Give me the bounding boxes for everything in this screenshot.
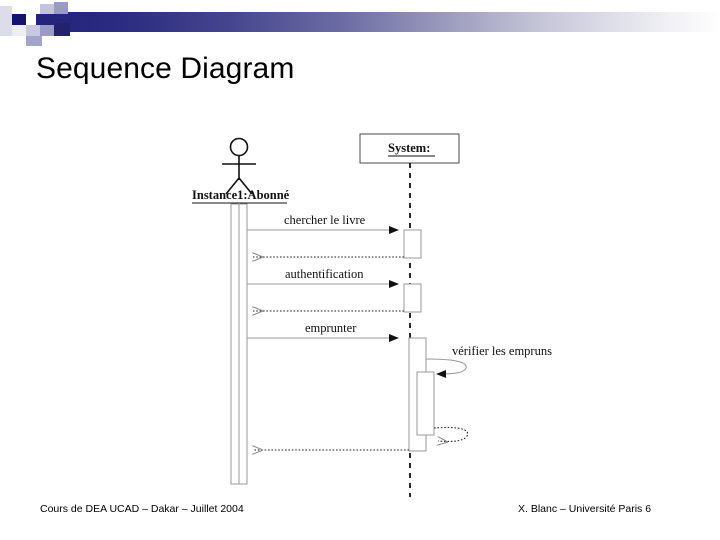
- deco-square-pale-1: [12, 25, 26, 36]
- footer-left-text: Cours de DEA UCAD – Dakar – Juillet 2004: [40, 503, 244, 515]
- deco-square-mid-3: [26, 25, 40, 36]
- self-call-arrow-verifier: [425, 358, 467, 378]
- message-label-emprunter: emprunter: [305, 321, 357, 335]
- deco-square-mid-2: [54, 2, 68, 14]
- header-decoration: [0, 0, 720, 48]
- header-gradient-bar: [36, 12, 720, 32]
- activation-system-1: [403, 229, 422, 259]
- deco-square-mid-5: [26, 36, 42, 46]
- message-label-verifier-les-empruns: vérifier les empruns: [452, 344, 552, 358]
- message-label-authentification: authentification: [285, 267, 364, 281]
- deco-square-mid-4: [40, 25, 54, 36]
- page-title: Sequence Diagram: [36, 52, 295, 85]
- deco-square-dark-small: [12, 14, 26, 25]
- actor-activation-bar: [230, 203, 248, 485]
- message-label-chercher-le-livre: chercher le livre: [284, 213, 366, 227]
- footer-right-text: X. Blanc – Université Paris 6: [518, 503, 652, 515]
- deco-square-mid-1: [40, 4, 54, 14]
- activation-system-2: [403, 283, 422, 313]
- self-return-arrow: [433, 426, 469, 441]
- system-object-box: [359, 133, 460, 164]
- deco-square-light-2: [26, 4, 40, 14]
- activation-system-self: [416, 371, 435, 436]
- deco-square-dark-2: [54, 23, 70, 36]
- deco-square-light-1: [0, 6, 12, 36]
- actor-label: Instance1:Abonné: [192, 188, 290, 202]
- actor-stick-figure: [222, 137, 256, 195]
- system-label: System:: [388, 141, 430, 155]
